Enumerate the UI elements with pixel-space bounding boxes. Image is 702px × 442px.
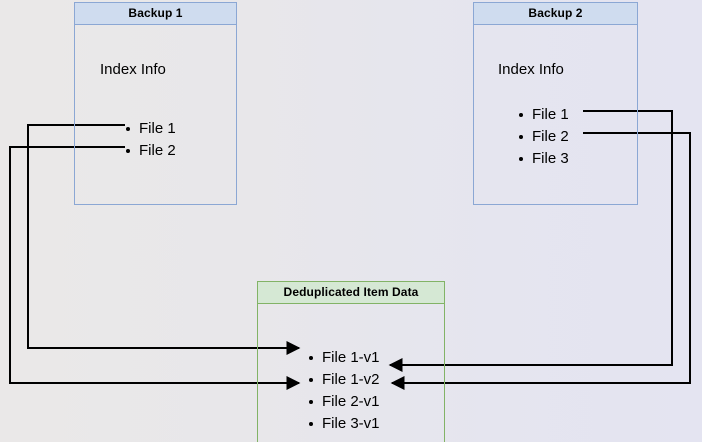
backup2-file-list: File 1 File 2 File 3 bbox=[516, 104, 569, 170]
list-item: File 1 bbox=[516, 104, 569, 126]
backup1-title: Backup 1 bbox=[75, 3, 236, 25]
dedup-body: File 1-v1 File 1-v2 File 2-v1 File 3-v1 bbox=[258, 304, 444, 442]
dedup-title: Deduplicated Item Data bbox=[258, 282, 444, 304]
list-item: File 1-v1 bbox=[306, 347, 380, 369]
backup2-body: Index Info File 1 File 2 File 3 bbox=[474, 25, 637, 204]
backup2-title: Backup 2 bbox=[474, 3, 637, 25]
deduplicated-item-data-box: Deduplicated Item Data File 1-v1 File 1-… bbox=[257, 281, 445, 442]
backup1-body: Index Info File 1 File 2 bbox=[75, 25, 236, 204]
backup1-box: Backup 1 Index Info File 1 File 2 bbox=[74, 2, 237, 205]
backup1-file-list: File 1 File 2 bbox=[123, 118, 176, 162]
list-item: File 3-v1 bbox=[306, 413, 380, 435]
list-item: File 1-v2 bbox=[306, 369, 380, 391]
backup2-index-label: Index Info bbox=[498, 61, 564, 78]
backup1-index-label: Index Info bbox=[100, 61, 166, 78]
list-item: File 3 bbox=[516, 148, 569, 170]
list-item: File 2 bbox=[516, 126, 569, 148]
list-item: File 2 bbox=[123, 140, 176, 162]
backup2-box: Backup 2 Index Info File 1 File 2 File 3 bbox=[473, 2, 638, 205]
list-item: File 1 bbox=[123, 118, 176, 140]
dedup-item-list: File 1-v1 File 1-v2 File 2-v1 File 3-v1 bbox=[306, 347, 380, 435]
list-item: File 2-v1 bbox=[306, 391, 380, 413]
